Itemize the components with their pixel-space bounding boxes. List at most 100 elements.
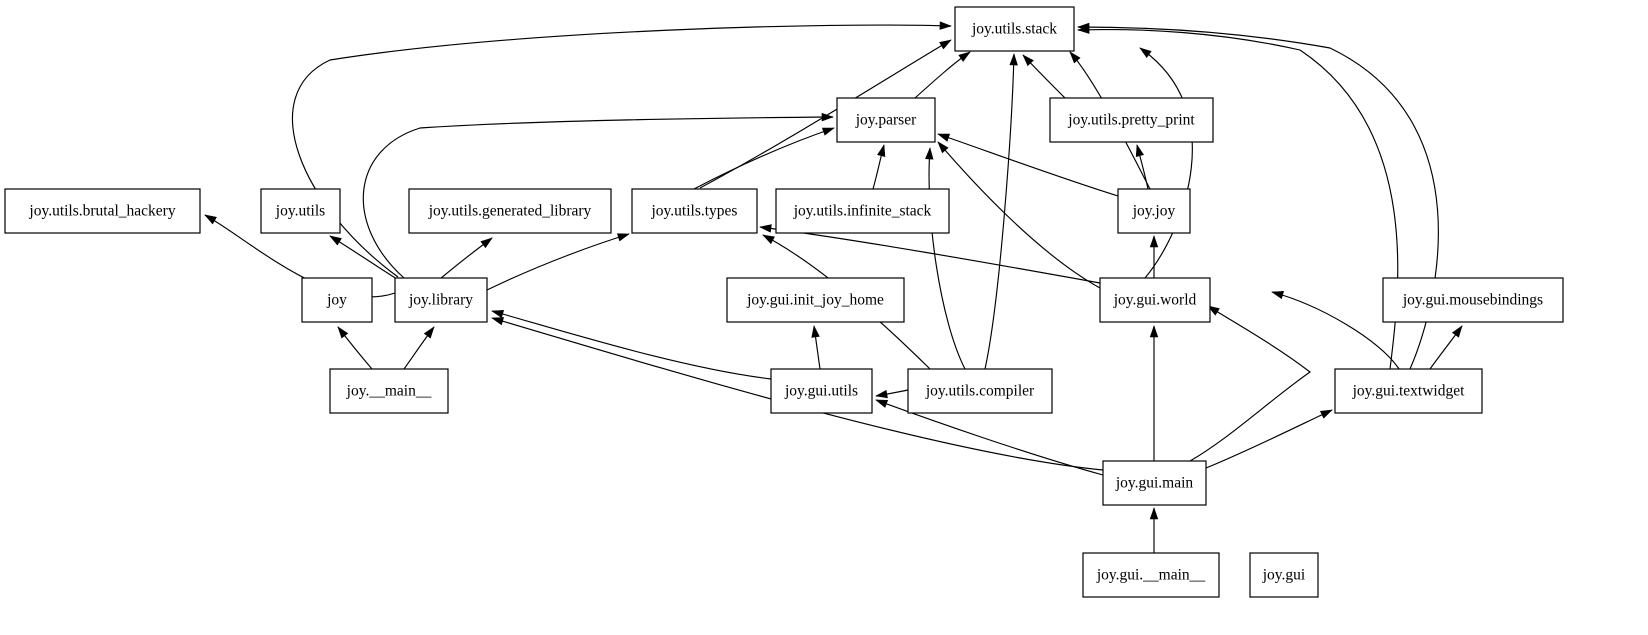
arrowhead-gui_world-to-parser: [937, 141, 949, 154]
node-infinite_stack[interactable]: joy.utils.infinite_stack: [775, 188, 950, 234]
node-label-pretty_print: joy.utils.pretty_print: [1067, 112, 1195, 129]
nodes-layer: joy.utils.brutal_hackery joy.utils joy.uti…: [4, 6, 1564, 598]
node-box-textwidget[interactable]: [1334, 368, 1483, 414]
node-label-brutal_hackery: joy.utils.brutal_hackery: [28, 203, 175, 220]
arrowhead-infinite_stack-to-parser: [877, 144, 886, 157]
node-box-main_[interactable]: [329, 368, 449, 414]
node-gui_main[interactable]: joy.gui.main: [1102, 460, 1207, 506]
node-utils[interactable]: joy.utils: [260, 188, 341, 234]
node-gui[interactable]: joy.gui: [1249, 552, 1319, 598]
node-types[interactable]: joy.utils.types: [631, 188, 758, 234]
node-textwidget[interactable]: joy.gui.textwidget: [1334, 368, 1483, 414]
arrowhead-types-to-stack: [939, 39, 952, 50]
node-gui_main_[interactable]: joy.gui.__main__: [1082, 552, 1220, 598]
edge-gui_main-to-textwidget: [1205, 409, 1333, 469]
arrowhead-library-to-stack: [939, 21, 952, 30]
node-label-infinite_stack: joy.utils.infinite_stack: [793, 203, 932, 220]
node-box-stack[interactable]: [954, 6, 1075, 52]
arrowhead-gui_main-to-gui_world: [1207, 305, 1220, 316]
node-stack[interactable]: joy.utils.stack: [954, 6, 1075, 52]
arrowhead-gui_main-to-library: [491, 317, 505, 326]
node-box-parser[interactable]: [836, 97, 936, 143]
edge-gui_world-to-types: [759, 226, 1101, 284]
edge-library-to-utils: [329, 235, 401, 282]
node-box-joy[interactable]: [301, 277, 373, 323]
node-joy[interactable]: joy: [301, 277, 373, 323]
node-library[interactable]: joy.library: [394, 277, 488, 323]
arrowhead-joyjoy-to-pretty_print: [1135, 144, 1144, 158]
arrowhead-types-to-parser: [821, 127, 835, 136]
edge-gui_world-to-stack: [1139, 47, 1193, 279]
node-box-compiler[interactable]: [907, 368, 1053, 414]
node-label-joyjoy: joy.joy: [1132, 203, 1176, 220]
arrowhead-compiler-to-parser: [925, 147, 934, 160]
node-label-types: joy.utils.types: [651, 203, 738, 220]
arrowhead-gui_world-to-stack: [1139, 47, 1152, 59]
node-box-gui_main_[interactable]: [1082, 552, 1220, 598]
arrowhead-library-to-generated_library: [480, 237, 493, 249]
node-pretty_print[interactable]: joy.utils.pretty_print: [1049, 97, 1214, 143]
node-label-mousebindings: joy.gui.mousebindings: [1402, 292, 1543, 309]
node-generated_library[interactable]: joy.utils.generated_library: [408, 188, 612, 234]
arrowhead-gui_utils-to-library: [491, 309, 505, 319]
node-parser[interactable]: joy.parser: [836, 97, 936, 143]
arrowhead-parser-to-stack: [958, 51, 971, 62]
node-box-gui_main[interactable]: [1102, 460, 1207, 506]
node-joyjoy[interactable]: joy.joy: [1117, 188, 1191, 234]
edge-compiler-to-stack: [984, 53, 1015, 370]
arrowhead-gui_main-to-gui_utils: [875, 399, 889, 408]
node-box-utils[interactable]: [260, 188, 341, 234]
node-box-infinite_stack[interactable]: [775, 188, 950, 234]
node-box-joyjoy[interactable]: [1117, 188, 1191, 234]
node-gui_utils[interactable]: joy.gui.utils: [770, 368, 873, 414]
node-box-brutal_hackery[interactable]: [4, 188, 201, 234]
node-box-generated_library[interactable]: [408, 188, 612, 234]
node-label-generated_library: joy.utils.generated_library: [428, 203, 592, 220]
node-init_joy_home[interactable]: joy.gui.init_joy_home: [726, 277, 905, 323]
arrowhead-gui_world-to-types: [759, 224, 772, 233]
node-box-mousebindings[interactable]: [1382, 277, 1564, 323]
arrowhead-main_-to-library: [423, 326, 435, 339]
arrowhead-textwidget-to-gui_world: [1271, 291, 1285, 300]
arrowhead-compiler-to-stack: [1009, 53, 1018, 66]
arrowhead-joyjoy-to-stack: [1069, 51, 1081, 64]
arrowhead-gui_main-to-textwidget: [1319, 409, 1333, 419]
node-gui_world[interactable]: joy.gui.world: [1099, 277, 1211, 323]
node-label-gui: joy.gui: [1262, 567, 1306, 584]
node-label-joy: joy: [326, 292, 347, 309]
edge-compiler-to-parser: [928, 147, 966, 370]
arrowhead-gui_world-to-joyjoy: [1149, 235, 1159, 248]
arrowhead-library-to-types: [616, 233, 630, 242]
edge-library-to-parser: [362, 116, 834, 279]
arrowhead-gui_main-to-gui_world: [1149, 325, 1159, 338]
arrowhead-joyjoy-to-parser: [937, 133, 951, 142]
node-compiler[interactable]: joy.utils.compiler: [907, 368, 1053, 414]
node-label-gui_world: joy.gui.world: [1113, 292, 1197, 309]
node-box-gui[interactable]: [1249, 552, 1319, 598]
arrowhead-compiler-to-gui_utils: [875, 389, 888, 399]
node-box-gui_world[interactable]: [1099, 277, 1211, 323]
node-brutal_hackery[interactable]: joy.utils.brutal_hackery: [4, 188, 201, 234]
arrowhead-library-to-utils: [329, 235, 342, 246]
arrowhead-library-to-brutal_hackery: [204, 214, 217, 225]
node-label-parser: joy.parser: [855, 112, 917, 129]
node-label-library: joy.library: [408, 292, 473, 309]
arrowhead-textwidget-to-mousebindings: [1451, 325, 1463, 338]
edge-gui_main-to-gui_utils: [875, 399, 1104, 476]
node-box-types[interactable]: [631, 188, 758, 234]
node-main_[interactable]: joy.__main__: [329, 368, 449, 414]
arrowhead-pretty_print-to-stack: [1022, 54, 1034, 67]
edge-gui_world-to-parser: [937, 141, 1101, 289]
node-label-gui_main: joy.gui.main: [1115, 475, 1194, 492]
arrowhead-compiler-to-types: [762, 234, 775, 245]
edge-textwidget-to-gui_world: [1271, 291, 1400, 370]
node-box-init_joy_home[interactable]: [726, 277, 905, 323]
node-box-pretty_print[interactable]: [1049, 97, 1214, 143]
node-box-library[interactable]: [394, 277, 488, 323]
arrowhead-textwidget-to-stack: [1077, 25, 1090, 34]
node-label-textwidget: joy.gui.textwidget: [1352, 383, 1465, 400]
node-box-gui_utils[interactable]: [770, 368, 873, 414]
edge-gui_utils-to-library: [491, 310, 772, 380]
node-mousebindings[interactable]: joy.gui.mousebindings: [1382, 277, 1564, 323]
